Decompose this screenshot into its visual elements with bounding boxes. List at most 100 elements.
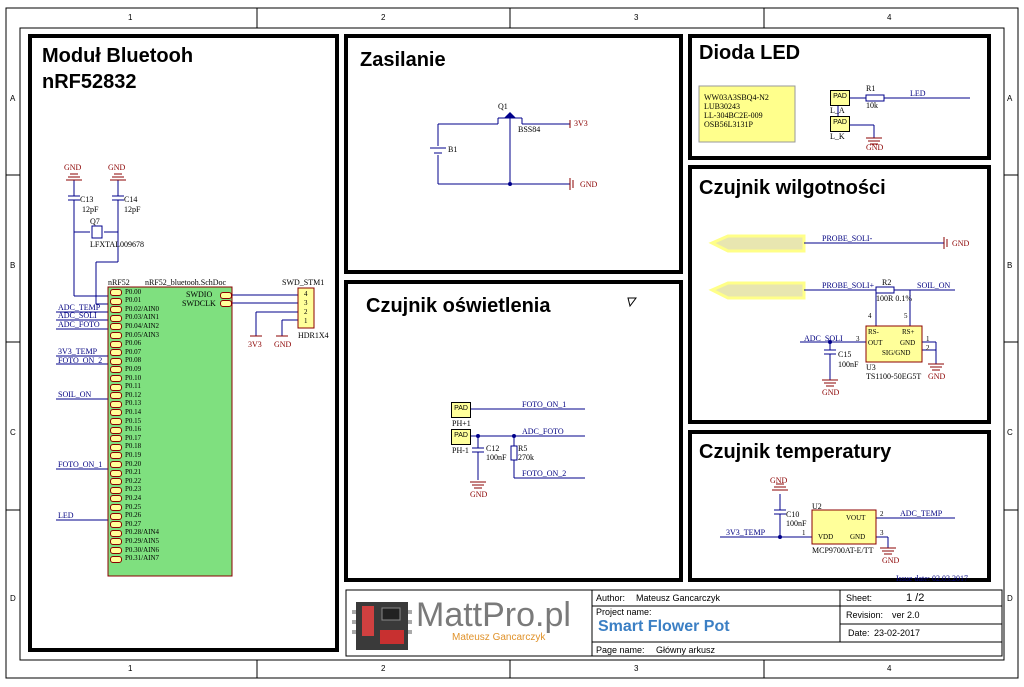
revision-label: Revision: (846, 610, 884, 620)
c10-value: 100nF (786, 519, 807, 528)
ph-plus-label: PH+1 (452, 419, 471, 428)
chip-pin-marker (110, 357, 122, 365)
chip-pin-marker (110, 452, 122, 460)
temp-net-adc-temp: ADC_TEMP (900, 509, 943, 518)
led-net: LED (910, 89, 926, 98)
crystal-ref: Q7 (90, 217, 100, 226)
sheet-label: Sheet: (846, 593, 873, 603)
led-note-line4: OSB56L3131P (704, 120, 753, 129)
chip-pin-label: P0.00 (125, 287, 142, 296)
chip-pin-marker (110, 314, 122, 322)
u3-part: TS1100-50EG5T (866, 372, 922, 381)
u2-pin3-num: 3 (880, 529, 884, 537)
humidity-gnd-u3: GND (928, 372, 946, 381)
chip-pin-label: P0.25 (125, 502, 142, 511)
author-label: Author: (596, 593, 626, 603)
page-value: Główny arkusz (656, 645, 716, 655)
chip-pin-label: P0.12 (125, 390, 142, 399)
led-lk-label: L_K (830, 132, 845, 141)
u2-vdd: VDD (818, 533, 834, 541)
chip-pin-label: P0.20 (125, 459, 142, 468)
chip-ref: nRF52 (108, 278, 130, 287)
chip-pin-label: P0.22 (125, 476, 142, 485)
net-probe-minus: PROBE_SOLI- (822, 234, 873, 243)
chip-pin-label: P0.29/AIN5 (125, 536, 160, 545)
chip-pin-label: P0.10 (125, 373, 142, 382)
chip-pin-label: P0.30/AIN6 (125, 545, 160, 554)
net-adc-soli-humidity: ADC_SOLI (804, 334, 843, 343)
project-label: Project name: (596, 607, 652, 617)
chip-pin-swdclk: SWDCLK (182, 299, 216, 308)
led-la-label: L_A (830, 106, 845, 115)
humidity-gnd-top: GND (952, 239, 970, 248)
chip-pin-marker (110, 366, 122, 374)
led-note-line3: LL-304BC2E-009 (704, 111, 763, 120)
chip-pin-marker (110, 306, 122, 314)
net-soil-on-humidity: SOIL_ON (917, 281, 951, 290)
net-probe-plus: PROBE_SOLI+ (822, 281, 875, 290)
c14-gnd-label: GND (108, 163, 126, 172)
chip-pin-marker (110, 392, 122, 400)
row-label-a: A (10, 94, 16, 103)
chip-pin-marker (110, 323, 122, 331)
c15-ref: C15 (838, 350, 852, 359)
chip-pin-marker (110, 529, 122, 537)
chip-pin-marker (110, 461, 122, 468)
net-adc-foto: ADC_FOTO (58, 320, 100, 329)
light-net-foto-on-1: FOTO_ON_1 (522, 400, 567, 409)
light-title: Czujnik oświetlenia (366, 295, 551, 317)
chip-doc: nRF52_bluetooh.SchDoc (145, 278, 227, 287)
chip-pin-label: P0.19 (125, 450, 142, 459)
chip-pin-marker (110, 478, 122, 486)
chip-pin-marker (110, 409, 122, 417)
light-net-foto-on-2: FOTO_ON_2 (522, 469, 567, 478)
chip-pin-label: P0.09 (125, 364, 142, 373)
chip-pin-label: P0.24 (125, 493, 142, 502)
r1-value: 10k (866, 101, 878, 110)
chip-pin-label: P0.31/AIN7 (125, 554, 160, 563)
q1-ref: Q1 (498, 102, 508, 111)
chip-pin-label: P0.08 (125, 356, 142, 365)
crystal-part: LFXTAL009678 (90, 240, 145, 249)
c10-ref: C10 (786, 510, 800, 519)
chip-pin-label: P0.03/AIN1 (125, 313, 160, 322)
swd-pin-4: 4 (304, 290, 308, 298)
c13-value: 12pF (82, 205, 99, 214)
chip-pin-marker (110, 426, 122, 434)
chip-pin-marker (110, 521, 122, 529)
u3-pin3-num: 3 (856, 335, 860, 343)
humidity-title: Czujnik wilgotności (699, 177, 886, 199)
bluetooth-title-line2: nRF52832 (42, 71, 137, 93)
sheet-value: 1 /2 (906, 592, 925, 604)
chip-pin-marker (110, 547, 122, 554)
bluetooth-title-line1: Moduł Bluetooh (42, 45, 194, 67)
temp-net-3v3-temp: 3V3_TEMP (726, 528, 766, 537)
row-label-a-right: A (1007, 94, 1013, 103)
col-label-4-bottom: 4 (887, 664, 892, 673)
r2-ref: R2 (882, 278, 892, 287)
col-label-4: 4 (887, 13, 892, 22)
chip-pin-marker (110, 495, 122, 503)
c12-value: 100nF (486, 453, 507, 462)
chip-pin-marker (110, 289, 122, 296)
swd-header-ref: SWD_STM1 (282, 278, 325, 287)
u3-rsm: RS- (868, 328, 879, 336)
row-label-b: B (10, 261, 16, 270)
swd-pin-1: 1 (304, 317, 308, 325)
u3-gnd-pin: GND (900, 339, 916, 347)
swd-pin-2: 2 (304, 308, 308, 316)
power-gnd-label: GND (580, 180, 598, 189)
light-pad-1: PAD (451, 402, 471, 418)
chip-pin-marker (110, 418, 122, 425)
chip-pin-marker (110, 469, 122, 477)
chip-pin-label: P0.28/AIN4 (125, 528, 160, 537)
chip-pin-marker (110, 332, 122, 339)
led-pad-a: PAD (830, 90, 850, 106)
chip-pin-marker (110, 375, 122, 382)
q1-part: BSS84 (518, 125, 541, 134)
net-adc-temp: ADC_TEMP (58, 303, 101, 312)
chip-pin-marker (110, 349, 122, 357)
r5-ref: R5 (518, 444, 528, 453)
